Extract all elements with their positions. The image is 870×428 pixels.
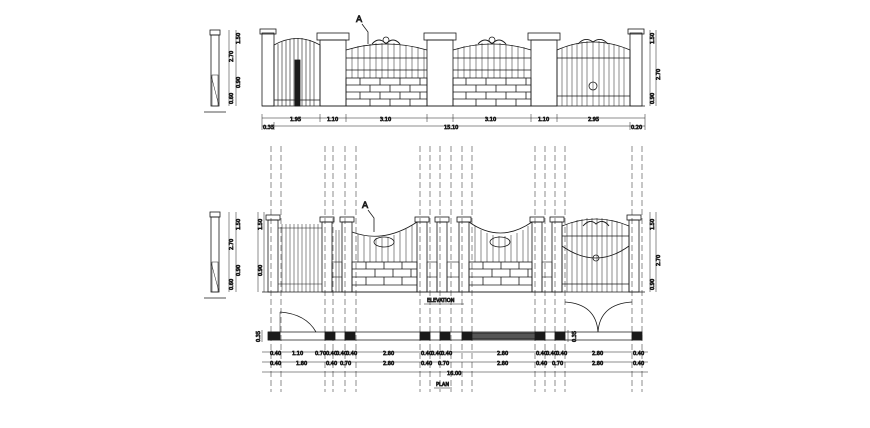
- plan-dim-9: 0.40: [431, 351, 442, 357]
- section-marker-a-bottom: A: [362, 201, 369, 211]
- side-dim-bottom-4: 0.60: [229, 279, 235, 290]
- plan-dim2-7: 0.70: [438, 361, 449, 367]
- plan-dim-16: 0.40: [633, 351, 644, 357]
- plan-post: [554, 331, 566, 341]
- elevation-bottom: A: [204, 201, 662, 304]
- dim-top-left: 0.35: [263, 125, 274, 131]
- plan-post: [439, 331, 451, 341]
- dim-top-1: 1.95: [290, 117, 301, 123]
- section-marker-a-top: A: [356, 15, 363, 25]
- gate-right-bottom: [561, 218, 630, 292]
- plan-dim2-6: 0.40: [421, 361, 432, 367]
- plan-dim-5: 0.40: [336, 351, 347, 357]
- plan-post: [631, 331, 643, 341]
- fence-panel-bottom-2: [468, 221, 533, 293]
- plan-wall-hatch: [471, 332, 536, 340]
- right-dim-bottom-2: 2.70: [656, 255, 662, 266]
- plan-side-dim: 0.35: [256, 331, 262, 342]
- plan-dim-6: 0.40: [346, 351, 357, 357]
- plan-swing-right-b: [597, 301, 633, 333]
- fence-panel-top-1: [345, 36, 428, 107]
- side-dim-bottom-1: 2.70: [229, 239, 235, 250]
- dim-top-total: 15.10: [444, 125, 458, 131]
- gate-left-top: [273, 38, 321, 107]
- plan-dim2-2: 1.80: [296, 361, 307, 367]
- right-dim-top-3: 0.90: [650, 93, 656, 104]
- plan-dim-10: 0.40: [441, 351, 452, 357]
- plan-dim2-11: 2.80: [592, 361, 603, 367]
- plan-dim2-12: 0.40: [633, 361, 644, 367]
- plan-total-dim: 16.00: [447, 371, 461, 377]
- dim-top-right: 0.20: [631, 125, 642, 131]
- side-pillar-bottom: [204, 211, 237, 299]
- section-leader-top: [361, 23, 369, 44]
- plan-dim-8: 0.40: [421, 351, 432, 357]
- plan-post: [344, 331, 356, 341]
- plan-dim2-4: 0.70: [340, 361, 351, 367]
- elevation-caption: ELEVATION: [427, 298, 455, 304]
- dim-top-4: 3.10: [485, 117, 496, 123]
- plan-dim2-10: 0.70: [552, 361, 563, 367]
- plan-dim-4: 0.40: [326, 351, 337, 357]
- plan-dim-11: 2.80: [497, 351, 508, 357]
- plan-post: [267, 331, 281, 341]
- fence-panel-top-2: [452, 36, 532, 107]
- right-dim-top-2: 2.70: [656, 69, 662, 80]
- side-dim-bottom-3: 0.90: [236, 265, 242, 276]
- side-dim-top-3: 0.90: [236, 77, 242, 88]
- plan-dim-13: 0.40: [546, 351, 557, 357]
- gate-left-bottom: [278, 224, 340, 292]
- right-dim-top-1: 1.50: [650, 33, 656, 44]
- plan-post: [324, 331, 336, 341]
- plan-dim2-5: 2.80: [383, 361, 394, 367]
- right-dim-bottom-1: 1.50: [650, 219, 656, 230]
- plan-swing-left: [279, 311, 317, 333]
- plan-dim-7: 2.80: [383, 351, 394, 357]
- right-dims-top: [649, 30, 657, 106]
- plan-dim2-1: 0.40: [270, 361, 281, 367]
- plan-dim-1: 0.40: [270, 351, 281, 357]
- posts-bottom: [265, 214, 642, 293]
- left-dim-bottom-1: 1.50: [258, 219, 264, 230]
- left-dim-bottom-2: 0.90: [258, 265, 264, 276]
- plan-post: [534, 331, 546, 341]
- plan-swing-right-a: [564, 301, 599, 333]
- plan-dim-2: 1.10: [292, 351, 303, 357]
- side-dim-top-2: 1.50: [236, 33, 242, 44]
- left-dims-bottom: [257, 212, 657, 292]
- side-dim-bottom-2: 1.50: [236, 219, 242, 230]
- dim-top-2: 1.10: [327, 117, 338, 123]
- plan-dim-lines: [262, 351, 648, 373]
- plan-dim2-3: 0.40: [326, 361, 337, 367]
- plan-post: [461, 331, 473, 341]
- dim-top-6: 2.95: [588, 117, 599, 123]
- section-leader-bottom: [367, 209, 375, 232]
- plan-dim2-9: 0.40: [536, 361, 547, 367]
- side-dim-top-1: 2.70: [229, 51, 235, 62]
- plan-view: 0.35 0.35 0.40 1.10 0.70 0.40 0.40 0.40 …: [256, 301, 648, 388]
- side-dim-top-4: 0.60: [229, 93, 235, 104]
- plan-side-dim-right: 0.35: [572, 331, 578, 342]
- plan-dim2-8: 2.80: [497, 361, 508, 367]
- dim-top-3: 3.10: [380, 117, 391, 123]
- fence-panel-bottom-1: [351, 221, 418, 293]
- elevation-top: A: [204, 15, 662, 131]
- dims-top: [261, 114, 646, 130]
- dim-top-5: 1.10: [538, 117, 549, 123]
- plan-dim-15: 2.80: [592, 351, 603, 357]
- plan-dim-12: 0.40: [536, 351, 547, 357]
- plan-post: [419, 331, 431, 341]
- right-dim-bottom-3: 0.90: [650, 279, 656, 290]
- plan-caption: PLAN: [436, 382, 449, 388]
- plan-dim-3: 0.70: [315, 351, 326, 357]
- gate-right-top: [556, 39, 631, 106]
- brick-strips-bottom: [331, 261, 553, 293]
- plan-dim-14: 0.40: [556, 351, 567, 357]
- side-pillar-top: [204, 29, 237, 113]
